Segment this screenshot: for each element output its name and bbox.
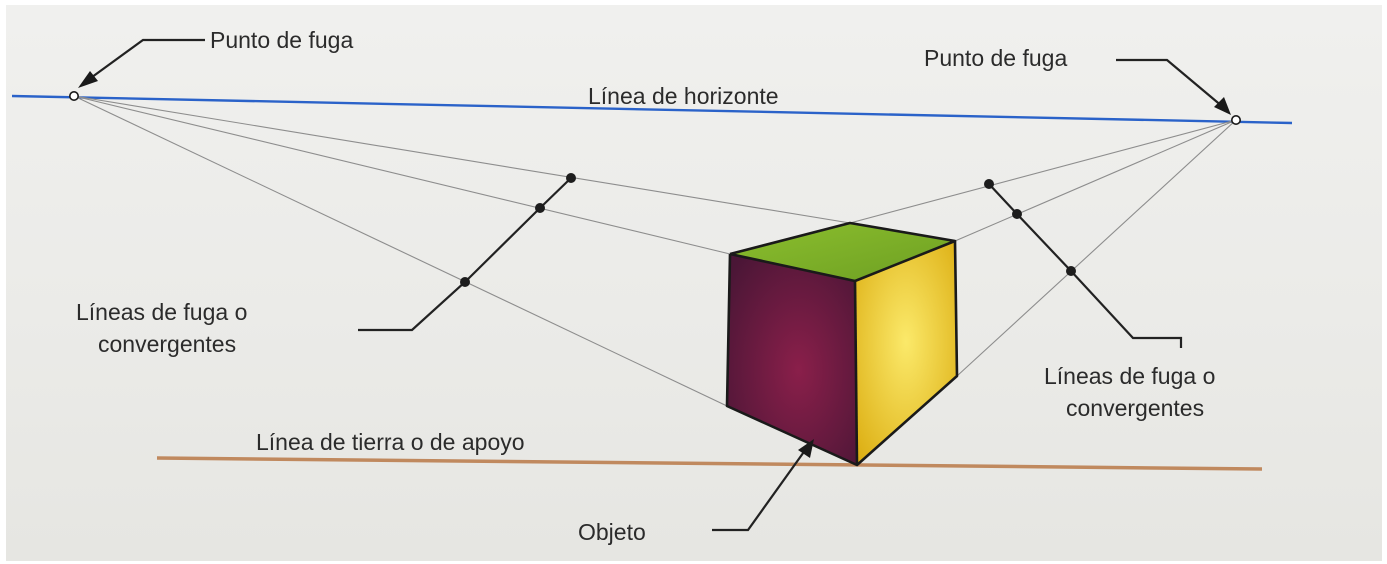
cube-edge <box>853 280 859 466</box>
leader-vanishing-point-right <box>1116 58 1231 115</box>
intersection-dot <box>1066 266 1076 276</box>
intersection-dot <box>566 173 576 183</box>
vanishing-point-left-marker <box>69 91 80 102</box>
arrowhead-icon <box>798 439 814 458</box>
label-converging-lines-right-line1: Líneas de fuga o <box>1044 363 1215 389</box>
converging-line <box>73 95 728 407</box>
cube-right-face <box>855 241 957 465</box>
leader-converging-lines-left <box>358 173 576 332</box>
converging-line <box>956 119 1237 377</box>
arrowhead-icon <box>78 71 98 88</box>
converging-line <box>954 119 1237 242</box>
label-horizon-line: Línea de horizonte <box>588 83 779 109</box>
label-vanishing-point-right: Punto de fuga <box>924 45 1067 71</box>
intersection-dot <box>984 179 994 189</box>
label-object: Objeto <box>578 519 646 545</box>
leader-object <box>712 439 814 532</box>
converging-lines-left <box>73 95 851 407</box>
intersection-dot <box>1012 209 1022 219</box>
converging-lines-right <box>849 119 1237 377</box>
leader-converging-lines-right <box>984 179 1183 348</box>
intersection-dot <box>460 277 470 287</box>
cube-left-face <box>727 254 857 465</box>
label-vanishing-point-left: Punto de fuga <box>210 27 353 53</box>
converging-line <box>849 119 1237 224</box>
label-converging-lines-left-line2: convergentes <box>98 331 236 357</box>
intersection-dot <box>535 203 545 213</box>
cube-object <box>725 221 959 467</box>
arrowhead-icon <box>1214 97 1231 115</box>
horizon-line <box>11 94 1293 125</box>
converging-line <box>73 95 851 224</box>
leader-vanishing-point-left <box>78 38 205 88</box>
cube-top-face <box>730 223 955 281</box>
ground-line <box>156 456 1263 471</box>
vanishing-point-right-marker <box>1231 115 1242 126</box>
label-ground-line: Línea de tierra o de apoyo <box>256 429 525 455</box>
label-converging-lines-right-line2: convergentes <box>1066 395 1204 421</box>
label-converging-lines-left-line1: Líneas de fuga o <box>76 299 247 325</box>
converging-line <box>73 95 731 255</box>
